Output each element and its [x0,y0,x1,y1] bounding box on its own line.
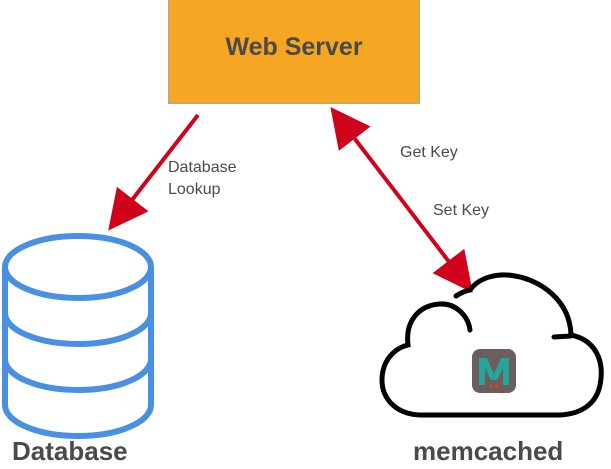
database-lookup-arrow [108,113,200,231]
database-lookup-label: Database Lookup [168,157,237,201]
get-set-key-arrow [330,106,473,293]
memcached-logo-icon [472,349,516,393]
database-lookup-line2: Lookup [168,181,221,198]
database-label: Database [12,436,128,466]
memcached-label: memcached [413,436,564,466]
set-key-label: Set Key [433,202,490,219]
database-lookup-line1: Database [168,159,237,176]
database-icon [2,233,154,439]
get-key-label: Get Key [400,144,458,161]
web-server-node: Web Server [168,0,420,104]
cloud-icon [379,272,604,418]
web-server-label: Web Server [225,33,363,61]
